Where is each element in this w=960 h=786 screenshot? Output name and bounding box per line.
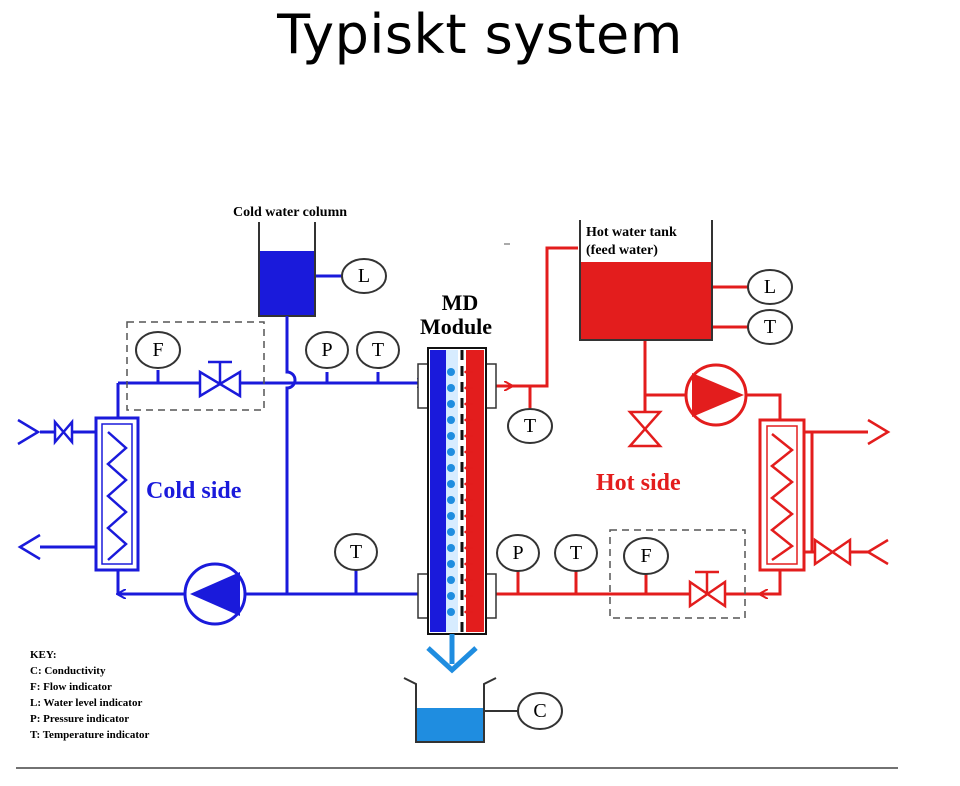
- vapor-droplet: [447, 416, 455, 424]
- vapor-droplet: [447, 480, 455, 488]
- gauge-letter-T: T: [372, 339, 384, 361]
- vapor-flux-arrow: [463, 384, 473, 392]
- hot-flow-gauge: [623, 537, 669, 575]
- cold-flow-box: [126, 321, 265, 411]
- cold-side-label: Cold side: [146, 478, 242, 504]
- vapor-flux-arrow: [463, 432, 473, 440]
- hot-tank-temperature-gauge: [747, 309, 793, 345]
- cold-out-temperature-gauge: [334, 533, 378, 571]
- vapor-droplet: [447, 384, 455, 392]
- hot-pump: [684, 363, 748, 427]
- hot-heat-exchanger: [758, 418, 806, 572]
- vapor-droplet: [447, 368, 455, 376]
- cold-heat-exchanger: [94, 416, 140, 572]
- permeate-arrow: [426, 634, 478, 674]
- hot-tank-label-line1: Hot water tank: [586, 225, 677, 240]
- vapor-flux-arrow: [463, 448, 473, 456]
- vapor-droplet: [447, 544, 455, 552]
- vapor-flux-arrow: [463, 576, 473, 584]
- hot-in-temperature-gauge: [554, 534, 598, 572]
- cold-water-column: [258, 222, 316, 322]
- vapor-droplet: [447, 512, 455, 520]
- cold-inlet-valve: [17, 418, 74, 446]
- vapor-flux-arrow: [463, 512, 473, 520]
- vapor-droplet: [447, 576, 455, 584]
- key-item: L: Water level indicator: [30, 697, 142, 709]
- gauges: [135, 258, 793, 730]
- gauge-letter-P: P: [321, 339, 332, 361]
- vapor-droplet: [447, 560, 455, 568]
- gauge-letter-L: L: [358, 265, 370, 287]
- key-item: F: Flow indicator: [30, 681, 112, 693]
- cold-control-valve: [198, 360, 242, 399]
- gauge-letter-T: T: [524, 415, 536, 437]
- vapor-flux-arrow: [463, 544, 473, 552]
- vapor-flux-arrow: [463, 560, 473, 568]
- gauge-letters: L F P T T T L T P T F C: [152, 265, 776, 722]
- vapor-flux-arrow: [463, 416, 473, 424]
- hot-out-temperature-gauge: [507, 408, 553, 444]
- gauge-letter-C: C: [533, 700, 546, 722]
- vapor-flux-arrow: [463, 368, 473, 376]
- hot-inlet-arrow: [867, 418, 891, 446]
- md-label-line1: MD: [442, 290, 479, 315]
- vapor-droplet: [447, 464, 455, 472]
- gauge-letter-T: T: [764, 316, 776, 338]
- conductivity-gauge: [517, 692, 563, 730]
- md-vapor-droplets: [447, 368, 473, 616]
- permeate-beaker: [403, 677, 518, 743]
- vapor-droplet: [447, 448, 455, 456]
- hot-tank-level-gauge: [747, 269, 793, 305]
- cold-water-column-label: Cold water column: [233, 205, 347, 220]
- gauge-letter-T: T: [570, 542, 582, 564]
- gauge-letter-T: T: [350, 541, 362, 563]
- cold-pressure-gauge: [305, 331, 349, 369]
- cold-in-temperature-gauge: [356, 331, 400, 369]
- key-heading: KEY:: [30, 649, 57, 661]
- hot-water-tank: [579, 220, 713, 341]
- vapor-droplet: [447, 528, 455, 536]
- vapor-flux-arrow: [463, 464, 473, 472]
- hot-control-valve: [688, 570, 727, 609]
- gauge-letter-L: L: [764, 276, 776, 298]
- vapor-flux-arrow: [463, 608, 473, 616]
- md-label-line2: Module: [420, 314, 492, 339]
- cold-flow-gauge: [135, 331, 181, 369]
- vapor-flux-arrow: [463, 528, 473, 536]
- key-item: P: Pressure indicator: [30, 713, 129, 725]
- md-module: [417, 347, 497, 635]
- hot-heating-valve: [813, 537, 852, 567]
- vapor-droplet: [447, 592, 455, 600]
- slide-title: Typiskt system: [277, 3, 683, 66]
- cold-column-level-gauge: [341, 258, 387, 294]
- vapor-droplet: [447, 432, 455, 440]
- key-item: T: Temperature indicator: [30, 729, 149, 741]
- vapor-flux-arrow: [463, 400, 473, 408]
- hot-flow-box: [609, 529, 746, 619]
- vapor-droplet: [447, 496, 455, 504]
- hot-outlet-arrow: [865, 538, 889, 566]
- key-item: C: Conductivity: [30, 665, 106, 677]
- vapor-flux-arrow: [463, 480, 473, 488]
- vapor-flux-arrow: [463, 496, 473, 504]
- gauge-letter-F: F: [640, 545, 651, 567]
- vapor-droplet: [447, 400, 455, 408]
- hot-side-label: Hot side: [596, 470, 681, 496]
- cold-side-piping: [40, 274, 425, 594]
- key-legend: KEY: C: Conductivity F: Flow indicator L…: [30, 649, 149, 741]
- cold-outlet-arrow: [17, 533, 41, 561]
- hot-pressure-gauge: [496, 534, 540, 572]
- hot-drain-valve: [627, 410, 663, 448]
- gauge-letter-F: F: [152, 339, 163, 361]
- gauge-letter-P: P: [512, 542, 523, 564]
- vapor-droplet: [447, 608, 455, 616]
- hot-tank-label-line2: (feed water): [586, 243, 658, 258]
- vapor-flux-arrow: [463, 592, 473, 600]
- cold-pump: [183, 562, 247, 626]
